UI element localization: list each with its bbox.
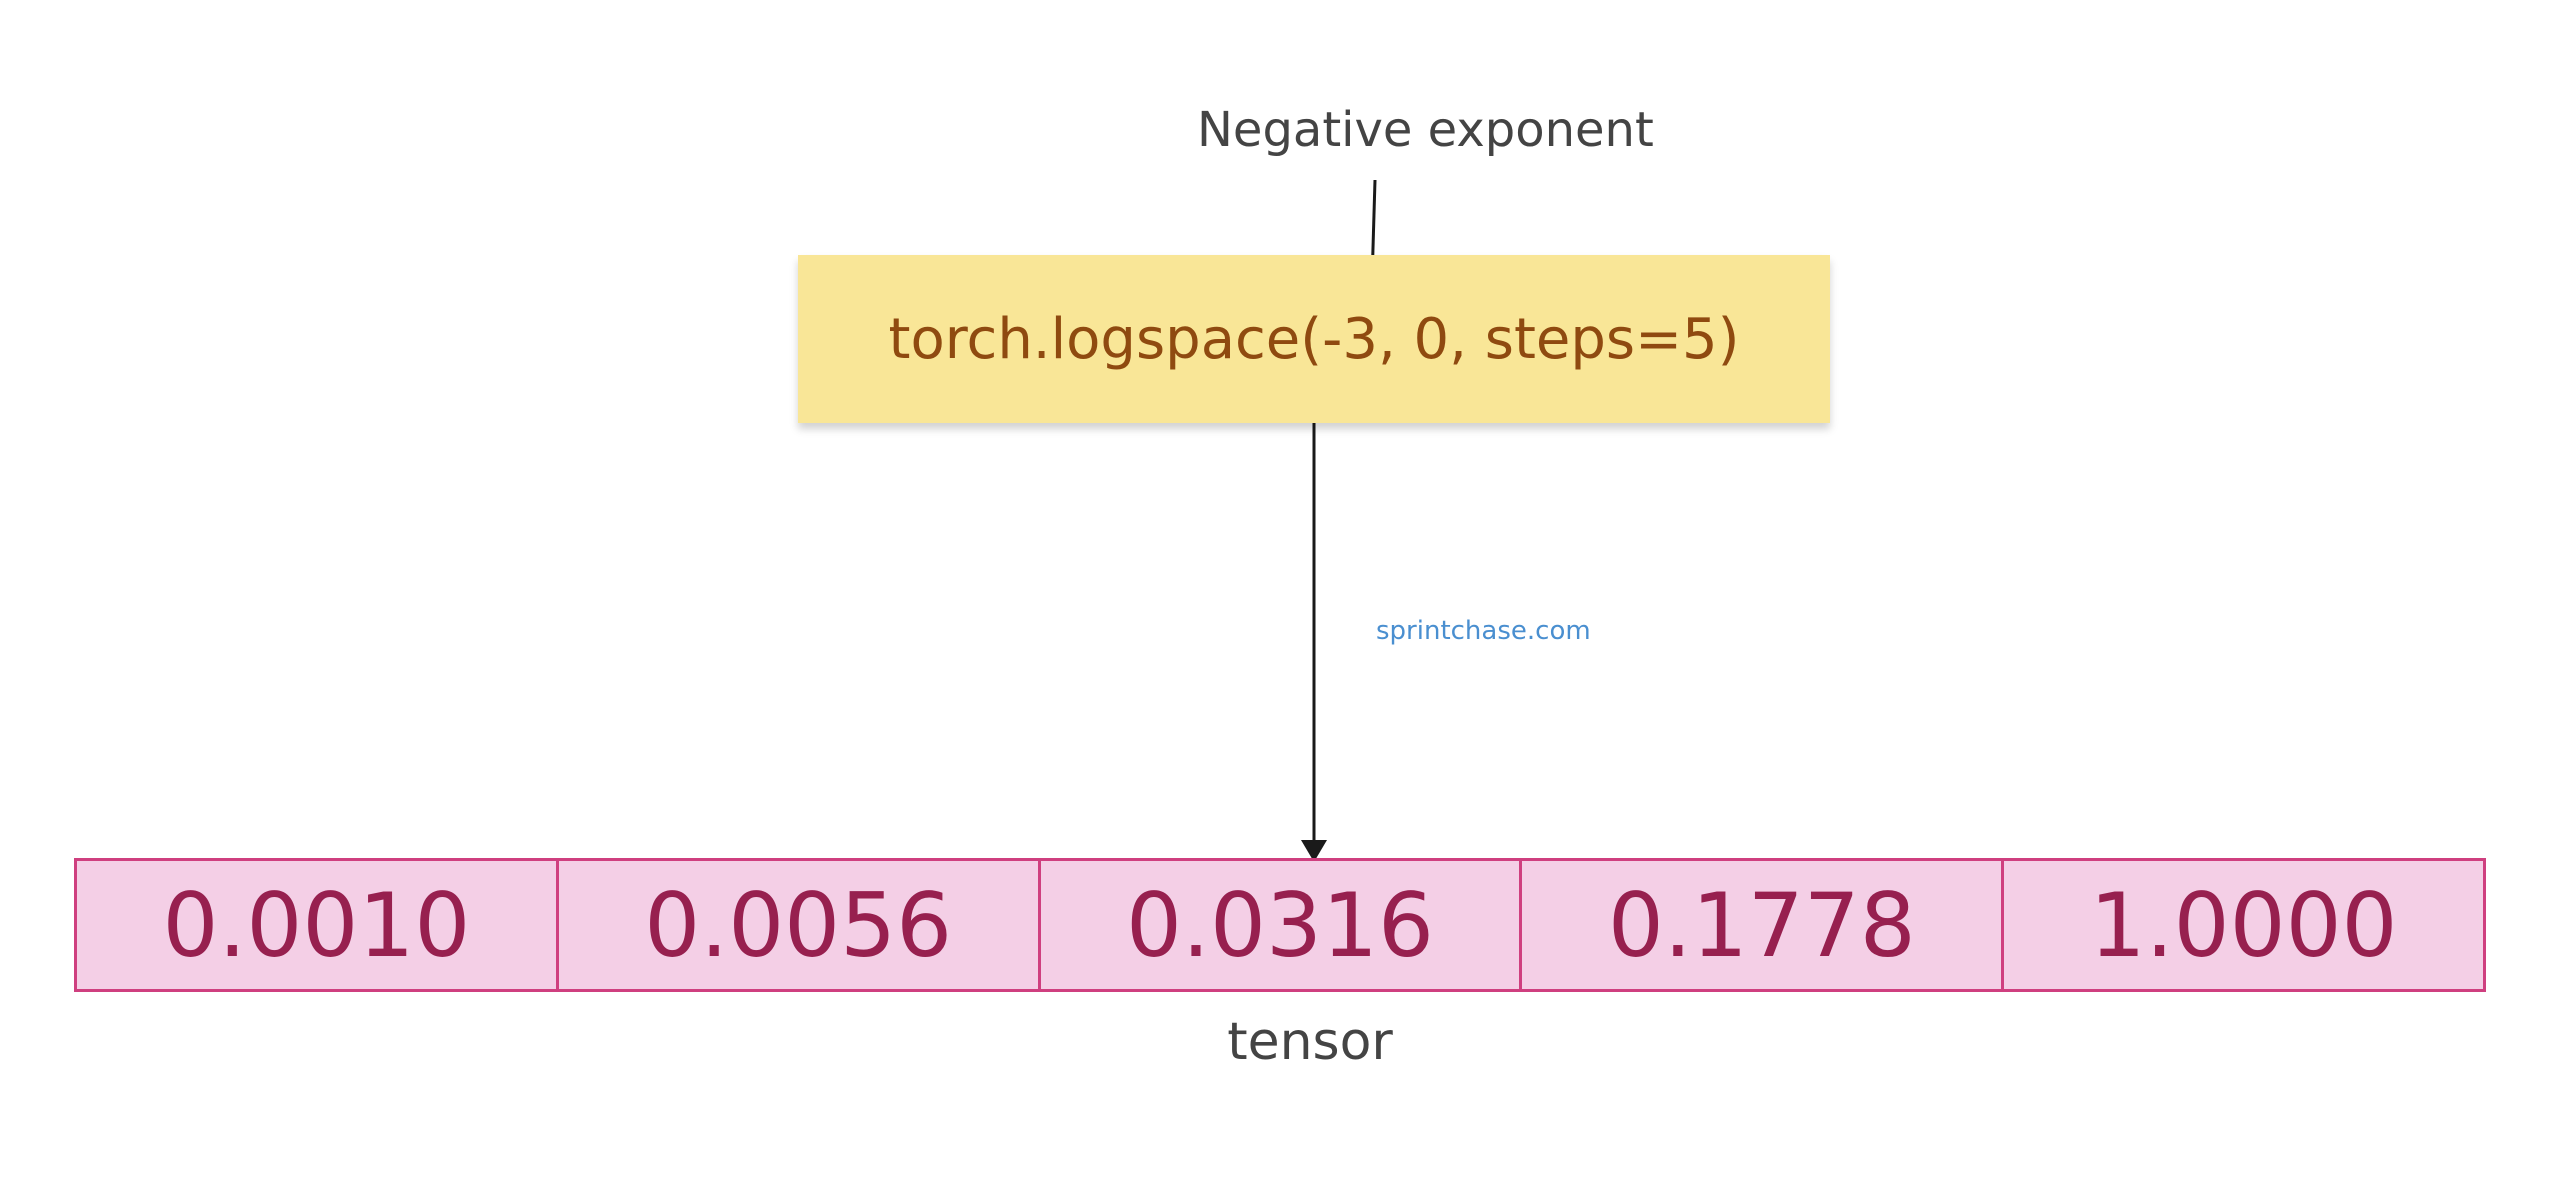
tensor-cell: 0.0316 — [1041, 861, 1523, 989]
code-box: torch.logspace(-3, 0, steps=5) — [798, 255, 1830, 423]
negative-exponent-annotation: Negative exponent — [1197, 102, 1654, 158]
tensor-cell: 1.0000 — [2089, 873, 2398, 977]
code-expression: torch.logspace(-3, 0, steps=5) — [888, 306, 1740, 372]
output-arrow — [1301, 423, 1327, 862]
tensor-cell: 0.0010 — [77, 861, 559, 989]
tensor-values-row: 0.0010 0.0056 0.0316 0.1778 1.0000 — [74, 858, 2486, 992]
tensor-label: tensor — [1227, 1012, 1393, 1072]
watermark-text: sprintchase.com — [1376, 616, 1591, 646]
tensor-cell: 0.0056 — [559, 861, 1041, 989]
tensor-cell: 0.1778 — [1522, 861, 2005, 989]
